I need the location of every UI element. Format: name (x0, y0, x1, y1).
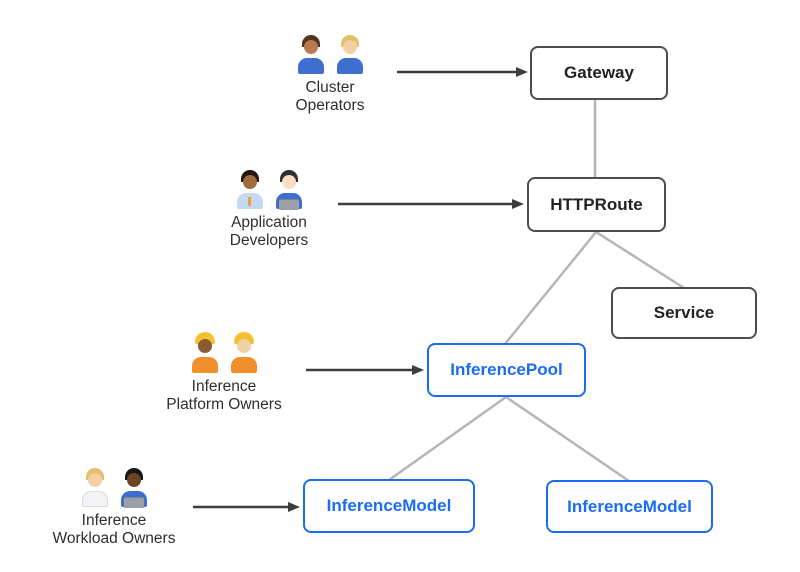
mechanics-emoji-pair (250, 31, 410, 75)
health-worker-icon (78, 466, 112, 508)
edge-inferencepool-inferencemodel-left (388, 395, 507, 482)
construction-workers-emoji-pair (134, 330, 314, 374)
technologist-icon (117, 466, 151, 508)
man-construction-worker-icon (227, 332, 261, 374)
man-office-worker-icon (233, 168, 267, 210)
developers-emoji-pair (189, 166, 349, 210)
node-gateway: Gateway (530, 46, 668, 100)
node-inferencemodel-left: InferenceModel (303, 479, 475, 533)
edge-httproute-service (595, 230, 685, 290)
woman-construction-worker-icon (188, 332, 222, 374)
node-inferencemodel-right: InferenceModel (546, 480, 713, 533)
node-service: Service (611, 287, 757, 339)
actor-inference-platform-owners: Inference Platform Owners (134, 330, 314, 414)
edge-httproute-inferencepool (504, 231, 597, 345)
actor-label-inference-workload-owners: Inference Workload Owners (52, 512, 176, 547)
actor-label-cluster-operators: Cluster Operators (295, 79, 365, 114)
man-mechanic-icon (294, 33, 328, 75)
node-inferencepool: InferencePool (427, 343, 586, 397)
woman-mechanic-icon (333, 33, 367, 75)
actor-label-application-developers: Application Developers (229, 214, 309, 249)
workload-owners-emoji-pair (24, 464, 204, 508)
actor-cluster-operators: Cluster Operators (250, 31, 410, 115)
actor-application-developers: Application Developers (189, 166, 349, 250)
woman-technologist-icon (272, 168, 306, 210)
edge-inferencepool-inferencemodel-right (505, 395, 630, 483)
actor-label-inference-platform-owners: Inference Platform Owners (166, 378, 282, 413)
node-httproute: HTTPRoute (527, 177, 666, 232)
actor-inference-workload-owners: Inference Workload Owners (24, 464, 204, 548)
